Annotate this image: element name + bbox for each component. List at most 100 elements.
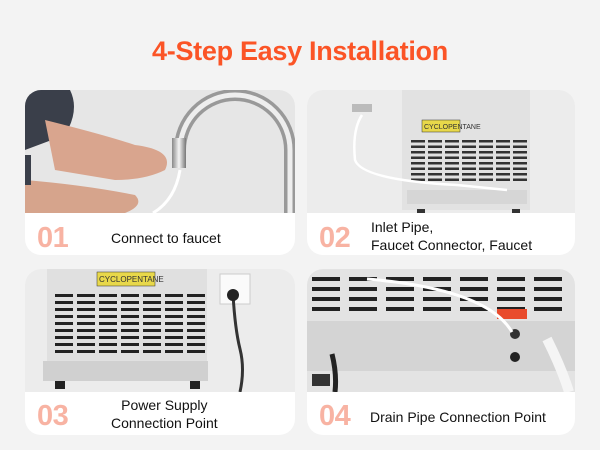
vent-slot bbox=[55, 308, 73, 311]
vent-slot bbox=[77, 315, 95, 318]
vent-slot bbox=[479, 162, 493, 165]
vent-slot bbox=[143, 329, 161, 332]
vent-slot bbox=[534, 287, 562, 291]
vent-slot bbox=[55, 322, 73, 325]
vent-slot bbox=[513, 162, 527, 165]
step-card-1: 01 Connect to faucet bbox=[25, 90, 295, 255]
step-card-2: CYCLOPENTANE 02 Inlet Pipe, Faucet Conne… bbox=[307, 90, 575, 255]
vent-slot bbox=[77, 308, 95, 311]
vent-slot bbox=[462, 162, 476, 165]
vent-slot bbox=[121, 322, 139, 325]
vent-slot bbox=[534, 277, 562, 281]
vent-slot bbox=[460, 277, 488, 281]
vent-slot bbox=[99, 336, 117, 339]
vent-slot bbox=[386, 277, 414, 281]
vent-slot bbox=[55, 301, 73, 304]
vent-slot bbox=[496, 140, 510, 143]
vent-slot bbox=[462, 151, 476, 154]
vent-slot bbox=[513, 178, 527, 181]
caption-line: Power Supply bbox=[121, 397, 208, 413]
vent-slot bbox=[143, 350, 161, 353]
vent-slot bbox=[165, 315, 183, 318]
vent-slot bbox=[513, 156, 527, 159]
vent-slot bbox=[55, 315, 73, 318]
vent-slot bbox=[99, 350, 117, 353]
vent-slot bbox=[496, 167, 510, 170]
faucet-connection-photo bbox=[25, 90, 295, 213]
step-caption: Drain Pipe Connection Point bbox=[370, 408, 546, 426]
vent-slot bbox=[428, 151, 442, 154]
vent-slot bbox=[411, 151, 425, 154]
caption-line: Drain Pipe Connection Point bbox=[370, 409, 546, 425]
step-number: 03 bbox=[37, 400, 69, 432]
vent-slot bbox=[165, 294, 183, 297]
vent-slot bbox=[165, 308, 183, 311]
vent-slot bbox=[534, 297, 562, 301]
vent-slot bbox=[165, 329, 183, 332]
vent-slot bbox=[411, 145, 425, 148]
vent-slot bbox=[479, 173, 493, 176]
vent-slot bbox=[55, 343, 73, 346]
vent-slot bbox=[312, 277, 340, 281]
vent-slot bbox=[445, 167, 459, 170]
vent-slot bbox=[513, 151, 527, 154]
vent-slot bbox=[513, 167, 527, 170]
vent-slot bbox=[187, 336, 205, 339]
vent-slot bbox=[423, 277, 451, 281]
vent-slot bbox=[445, 173, 459, 176]
vent-slot bbox=[423, 297, 451, 301]
vent-slot bbox=[165, 343, 183, 346]
vent-slot bbox=[428, 167, 442, 170]
vent-slot bbox=[121, 301, 139, 304]
vent-slot bbox=[460, 297, 488, 301]
vent-slot bbox=[349, 277, 377, 281]
vent-slot bbox=[496, 145, 510, 148]
vent-slot bbox=[445, 156, 459, 159]
vent-slot bbox=[143, 301, 161, 304]
vent-slot bbox=[165, 336, 183, 339]
vent-slot bbox=[460, 287, 488, 291]
vent-slot bbox=[462, 178, 476, 181]
vent-slot bbox=[460, 307, 488, 311]
vent-slot bbox=[513, 173, 527, 176]
vent-slot bbox=[445, 178, 459, 181]
vent-slot bbox=[462, 156, 476, 159]
vent-slot bbox=[55, 294, 73, 297]
vent-slot bbox=[121, 336, 139, 339]
vent-slot bbox=[497, 277, 525, 281]
vent-slot bbox=[428, 162, 442, 165]
vent-slot bbox=[143, 308, 161, 311]
step-caption: Inlet Pipe, Faucet Connector, Faucet bbox=[371, 218, 532, 254]
vent-slot bbox=[411, 156, 425, 159]
vent-slot bbox=[411, 162, 425, 165]
vent-slot bbox=[99, 294, 117, 297]
vent-slot bbox=[349, 297, 377, 301]
vent-slot bbox=[143, 336, 161, 339]
vent-slot bbox=[479, 151, 493, 154]
step-number: 01 bbox=[37, 222, 69, 254]
vent-slot bbox=[55, 336, 73, 339]
vent-slot bbox=[165, 301, 183, 304]
vent-slot bbox=[143, 343, 161, 346]
vent-slot bbox=[187, 308, 205, 311]
vent-slot bbox=[462, 145, 476, 148]
step-number: 02 bbox=[319, 222, 351, 254]
step-caption: Connect to faucet bbox=[111, 229, 221, 247]
vent-slot bbox=[479, 178, 493, 181]
vent-slot bbox=[462, 173, 476, 176]
vent-slot bbox=[77, 322, 95, 325]
vent-slot bbox=[428, 140, 442, 143]
vent-slot bbox=[165, 322, 183, 325]
vent-slot bbox=[187, 350, 205, 353]
page-title: 4-Step Easy Installation bbox=[152, 36, 448, 66]
caption-line: Connection Point bbox=[111, 415, 218, 431]
vent-slot bbox=[479, 167, 493, 170]
vent-slot bbox=[187, 315, 205, 318]
vent-slot bbox=[187, 301, 205, 304]
vent-slot bbox=[77, 329, 95, 332]
vent-slot bbox=[143, 315, 161, 318]
vent-slot bbox=[386, 297, 414, 301]
caption-line: Connect to faucet bbox=[111, 230, 221, 246]
vent-slot bbox=[496, 151, 510, 154]
vent-slot bbox=[411, 167, 425, 170]
